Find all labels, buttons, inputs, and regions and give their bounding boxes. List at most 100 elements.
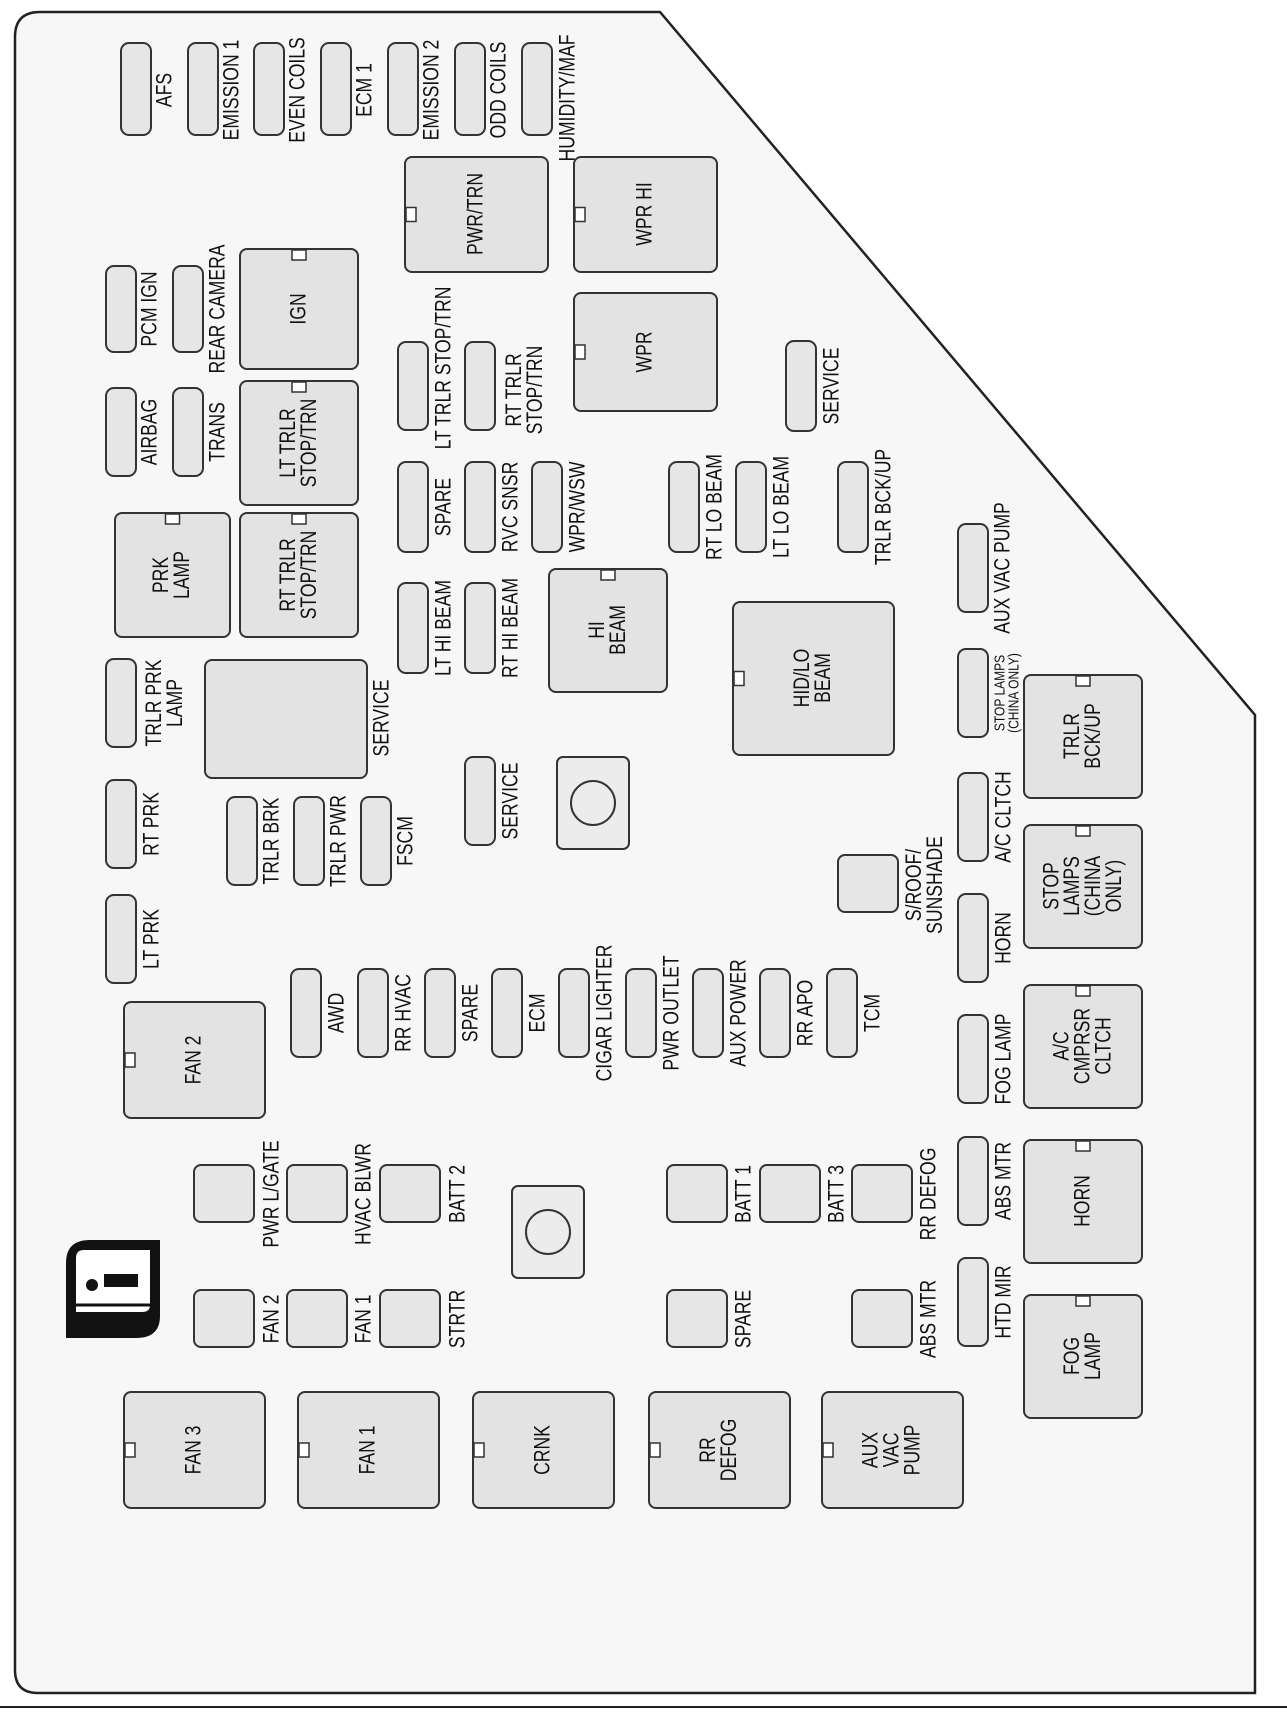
rt-prk-mini-fuse: RT PRK [105,779,164,869]
rvc-snsr-label: RVC SNSR [499,462,523,553]
rr-apo-mini-fuse: RR APO [759,968,818,1058]
tcm-label-line: TCM [861,994,885,1032]
hid-lo-beam-tab [733,670,745,687]
aux-power-label: AUX POWER [727,959,751,1066]
abs-mtr-cartridge-label-line: ABS MTR [917,1280,941,1358]
batt-3-body [759,1164,821,1223]
odd-coils-mini-fuse: ODD COILS [454,42,511,138]
rr-hvac-body [357,968,389,1058]
batt-1-label: BATT 1 [732,1165,756,1223]
stop-lamps-china-relay-label-line: LAMPS [1060,856,1084,916]
trlr-pwr-mini-fuse: TRLR PWR [293,795,351,887]
even-coils-label-line: EVEN COILS [286,37,310,143]
strtr-label: STRTR [446,1290,470,1348]
trans-label-line: TRANS [206,402,230,462]
lt-prk-body [105,894,137,984]
fog-lamp-relay-tab [1075,1295,1091,1307]
prk-lamp-label-line: PRK [149,556,173,593]
prk-lamp-label-line: LAMP [170,551,194,599]
rt-trlr-stop-trn-fuse-label: RT TRLRSTOP/TRN [502,346,547,435]
ac-cmprsr-cltch-body [1023,984,1143,1109]
pwr-trn-relay: PWR/TRN [404,156,549,273]
ecm-1-body [320,42,352,136]
hvac-blwr-cartridge: HVAC BLWR [286,1143,376,1245]
humidity-maf-label-line: HUMIDITY/MAF [556,34,580,161]
wpr-hi-body [573,156,718,273]
trlr-bck-up-fuse-label: TRLR BCK/UP [872,449,896,565]
aux-vac-pump-fuse-label-line: AUX VAC PUMP [991,502,1015,634]
fan-1-relay-tab [298,1442,310,1458]
airbag-label: AIRBAG [138,399,162,465]
rr-apo-label: RR APO [794,980,818,1046]
ecm-mini-fuse: ECM [491,968,550,1058]
cigar-lighter-label-line: CIGAR LIGHTER [593,945,617,1082]
trlr-bck-up-relay-label: TRLRBCK/UP [1060,703,1105,768]
aux-vac-pump-fuse-body [957,523,989,613]
stop-lamps-china-relay-label-line: STOP [1040,862,1064,910]
hi-beam-label-line: HI [585,621,609,639]
lt-lo-beam-body [735,461,767,553]
stop-lamps-china-fuse-label-line: (CHINA ONLY) [1005,653,1022,733]
service-2-body [204,659,368,779]
service-2-label-line: SERVICE [370,680,394,757]
rt-prk-body [105,779,137,869]
emission-2-label-line: EMISSION 2 [420,40,444,141]
s-roof-sunshade-cartridge: S/ROOF/SUNSHADE [837,836,948,934]
rvc-snsr-mini-fuse: RVC SNSR [464,461,523,553]
rr-defog-relay-label-line: DEFOG [717,1419,741,1482]
rr-hvac-mini-fuse: RR HVAC [357,968,416,1058]
hi-beam-label: HIBEAM [585,605,630,655]
awd-mini-fuse: AWD [290,968,349,1058]
fscm-mini-fuse: FSCM [360,796,418,886]
aux-vac-pump-relay-label: AUXVACPUMP [859,1425,925,1476]
airbag-label-line: AIRBAG [138,399,162,465]
fscm-label-line: FSCM [394,816,418,866]
afs-mini-fuse: AFS [120,42,177,136]
batt-2-label-line: BATT 2 [446,1165,470,1223]
service-3-label: SERVICE [499,763,523,840]
service-2-relay: SERVICE [204,659,394,779]
rt-trlr-stop-trn-fuse-mini-fuse: RT TRLRSTOP/TRN [464,341,548,435]
fog-lamp-relay-label-line: LAMP [1081,1332,1105,1380]
fan-1-relay-label-line: FAN 1 [356,1426,380,1475]
humidity-maf-label: HUMIDITY/MAF [556,34,580,161]
rt-prk-label-line: RT PRK [140,791,164,855]
trlr-bck-up-relay-tab [1075,675,1091,687]
crnk-tab [473,1442,485,1458]
stop-lamps-china-relay-label: STOPLAMPS(CHINAONLY) [1040,855,1127,916]
stop-lamps-china-fuse-body [957,648,989,738]
cigar-lighter-mini-fuse: CIGAR LIGHTER [558,945,617,1082]
ecm-body [491,968,523,1058]
batt-2-body [379,1164,441,1223]
wpr-hi-label-line: WPR HI [633,182,657,246]
hid-lo-beam-label: HID/LOBEAM [790,649,835,708]
stop-lamps-china-fuse-mini-fuse: STOP LAMPS(CHINA ONLY) [957,648,1022,738]
stop-lamps-china-relay-label-line: (CHINA [1081,855,1105,916]
crnk-label-line: CRNK [531,1424,555,1474]
service-1-label: SERVICE [820,348,844,425]
lt-trlr-stop-trn-fuse-body [397,341,429,431]
rr-defog-cartridge-label: RR DEFOG [917,1148,941,1241]
airbag-body [105,387,137,477]
htd-mir-mini-fuse: HTD MIR [957,1257,1016,1347]
pwr-trn-label-line: PWR/TRN [464,173,488,255]
rr-hvac-label: RR HVAC [392,974,416,1052]
tcm-mini-fuse: TCM [826,968,885,1058]
ac-cmprsr-cltch-relay: A/CCMPRSRCLTCH [1023,984,1143,1109]
rt-lo-beam-mini-fuse: RT LO BEAM [668,454,727,560]
fog-lamp-relay-label-line: FOG [1060,1337,1084,1375]
trlr-prk-lamp-mini-fuse: TRLR PRKLAMP [105,658,188,748]
horn-relay-tab [1075,1140,1091,1152]
abs-mtr-cartridge-label: ABS MTR [917,1280,941,1358]
hid-lo-beam-label-line: BEAM [811,653,835,703]
mounting-post [511,1185,585,1279]
lt-hi-beam-mini-fuse: LT HI BEAM [397,580,456,676]
emission-1-label: EMISSION 1 [220,40,244,141]
cigar-lighter-label: CIGAR LIGHTER [593,945,617,1082]
htd-mir-label-line: HTD MIR [992,1265,1016,1338]
pwr-trn-tab [405,206,417,223]
pwr-l-gate-label: PWR L/GATE [260,1140,284,1247]
ac-cltch-mini-fuse: A/C CLTCH [957,771,1016,863]
fog-lamp-fuse-label-line: FOG LAMP [992,1014,1016,1105]
